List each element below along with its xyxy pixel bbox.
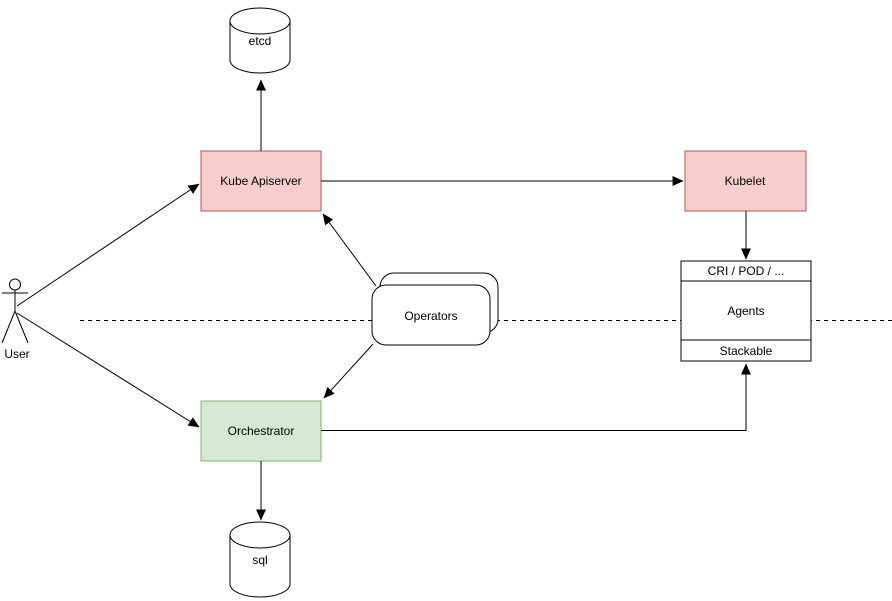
node-agent-stack: CRI / POD / ... Agents Stackable [680,260,812,362]
user-actor-right-leg [14,310,29,344]
user-actor-left-leg [1,310,16,344]
sql-cylinder-rim [229,534,291,549]
node-orchestrator-label: Orchestrator [228,424,295,438]
node-kube-apiserver-label: Kube Apiserver [220,174,301,188]
node-operators: Operators [371,272,499,346]
node-user-label: User [4,347,29,361]
agent-stack-section-cri-pod-label: CRI / POD / ... [708,264,785,278]
node-user: User [1,278,30,361]
edge-operators-to-orchestrator [323,343,374,399]
etcd-cylinder-rim [229,20,291,35]
agent-stack-box [680,260,812,362]
agent-stack-section-stackable-label: Stackable [720,344,773,358]
edge-user-to-kube-apiserver [16,183,200,307]
node-sql-label: sql [252,553,267,567]
node-kubelet: Kubelet [684,150,807,212]
agent-stack-section-agents-label: Agents [727,304,764,318]
user-actor-head [9,278,21,291]
edge-user-to-orchestrator [16,312,200,428]
node-etcd: etcd [229,7,291,74]
edge-operators-to-kube-apiserver [322,213,377,287]
node-orchestrator: Orchestrator [200,400,322,462]
orchestrator-box [200,400,322,462]
kube-apiserver-box [200,150,322,212]
node-kubelet-label: Kubelet [725,174,766,188]
node-kube-apiserver: Kube Apiserver [200,150,322,212]
operators-front-card [371,284,491,346]
node-operators-label: Operators [404,309,457,323]
node-sql: sql [229,521,291,598]
node-etcd-label: etcd [249,34,272,48]
edge-orchestrator-to-stackable [321,363,751,431]
